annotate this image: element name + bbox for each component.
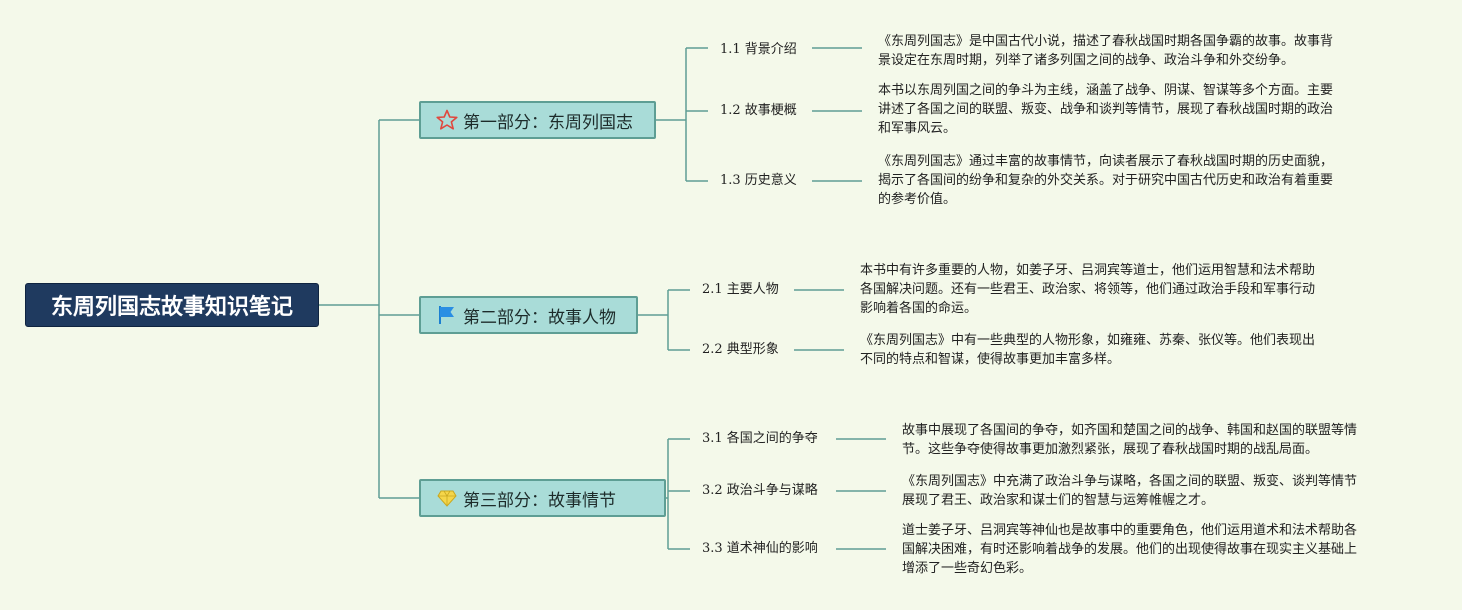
topic-3-1[interactable]: 3.1 各国之间的争夺: [702, 431, 818, 446]
note-line: 《东周列国志》中有一些典型的人物形象，如雍雍、苏秦、张仪等。他们表现出: [860, 333, 1316, 348]
topic-2-2[interactable]: 2.2 典型形象: [702, 342, 779, 357]
note-line: 本书中有许多重要的人物，如姜子牙、吕洞宾等道士，他们运用智慧和法术帮助: [860, 263, 1316, 278]
topic-1-3[interactable]: 1.3 历史意义: [720, 173, 797, 188]
branch-label-2: 第二部分：故事人物: [463, 307, 616, 328]
root-node[interactable]: 东周列国志故事知识笔记: [25, 283, 319, 327]
note-1-1: 《东周列国志》是中国古代小说，描述了春秋战国时期各国争霸的故事。故事背 景设定在…: [878, 32, 1333, 70]
note-line: 国解决困难，有时还影响着战争的发展。他们的出现使得故事在现实主义基础上: [902, 542, 1358, 557]
note-line: 节。这些争夺使得故事更加激烈紧张，展现了春秋战国时期的战乱局面。: [902, 442, 1319, 457]
note-1-2: 本书以东周列国之间的争斗为主线，涵盖了战争、阴谋、智谋等多个方面。主要 讲述了各…: [878, 81, 1333, 138]
branch-label-3: 第三部分：故事情节: [463, 490, 616, 511]
note-line: 各国解决问题。还有一些君王、政治家、将领等，他们通过政治手段和军事行动: [860, 282, 1316, 297]
note-3-1: 故事中展现了各国间的争夺，如齐国和楚国之间的战争、韩国和赵国的联盟等情 节。这些…: [902, 421, 1357, 459]
note-line: 和军事风云。: [878, 121, 957, 136]
branch-node-2[interactable]: 第二部分：故事人物: [419, 296, 638, 334]
note-line: 增添了一些奇幻色彩。: [902, 561, 1033, 576]
note-line: 的参考价值。: [878, 192, 957, 207]
note-line: 讲述了各国之间的联盟、叛变、战争和谈判等情节，展现了春秋战国时期的政治: [878, 102, 1334, 117]
note-3-2: 《东周列国志》中充满了政治斗争与谋略，各国之间的联盟、叛变、谈判等情节 展现了君…: [902, 472, 1357, 510]
note-line: 道士姜子牙、吕洞宾等神仙也是故事中的重要角色，他们运用道术和法术帮助各: [902, 523, 1358, 538]
note-line: 《东周列国志》是中国古代小说，描述了春秋战国时期各国争霸的故事。故事背: [878, 34, 1334, 49]
note-1-3: 《东周列国志》通过丰富的故事情节，向读者展示了春秋战国时期的历史面貌， 揭示了各…: [878, 152, 1333, 209]
flag-icon: [435, 303, 459, 327]
note-line: 故事中展现了各国间的争夺，如齐国和楚国之间的战争、韩国和赵国的联盟等情: [902, 423, 1358, 438]
topic-2-1[interactable]: 2.1 主要人物: [702, 282, 779, 297]
note-line: 不同的特点和智谋，使得故事更加丰富多样。: [860, 352, 1121, 367]
gem-icon: [435, 486, 459, 510]
note-2-2: 《东周列国志》中有一些典型的人物形象，如雍雍、苏秦、张仪等。他们表现出 不同的特…: [860, 331, 1315, 369]
topic-3-3[interactable]: 3.3 道术神仙的影响: [702, 541, 818, 556]
note-line: 本书以东周列国之间的争斗为主线，涵盖了战争、阴谋、智谋等多个方面。主要: [878, 83, 1334, 98]
note-3-3: 道士姜子牙、吕洞宾等神仙也是故事中的重要角色，他们运用道术和法术帮助各 国解决困…: [902, 521, 1357, 578]
note-line: 景设定在东周时期，列举了诸多列国之间的战争、政治斗争和外交纷争。: [878, 53, 1295, 68]
note-line: 《东周列国志》通过丰富的故事情节，向读者展示了春秋战国时期的历史面貌，: [878, 154, 1334, 169]
branch-label-1: 第一部分：东周列国志: [463, 112, 633, 133]
note-line: 展现了君王、政治家和谋士们的智慧与运筹帷幄之才。: [902, 493, 1215, 508]
note-line: 揭示了各国间的纷争和复杂的外交关系。对于研究中国古代历史和政治有着重要: [878, 173, 1334, 188]
topic-1-2[interactable]: 1.2 故事梗概: [720, 103, 797, 118]
root-title: 东周列国志故事知识笔记: [50, 295, 293, 320]
topic-1-1[interactable]: 1.1 背景介绍: [720, 42, 797, 57]
note-line: 《东周列国志》中充满了政治斗争与谋略，各国之间的联盟、叛变、谈判等情节: [902, 474, 1358, 489]
note-line: 影响着各国的命运。: [860, 301, 978, 316]
note-2-1: 本书中有许多重要的人物，如姜子牙、吕洞宾等道士，他们运用智慧和法术帮助 各国解决…: [860, 261, 1315, 318]
star-icon: [435, 108, 459, 132]
branch-node-1[interactable]: 第一部分：东周列国志: [419, 101, 656, 139]
branch-node-3[interactable]: 第三部分：故事情节: [419, 479, 666, 517]
topic-3-2[interactable]: 3.2 政治斗争与谋略: [702, 483, 818, 498]
